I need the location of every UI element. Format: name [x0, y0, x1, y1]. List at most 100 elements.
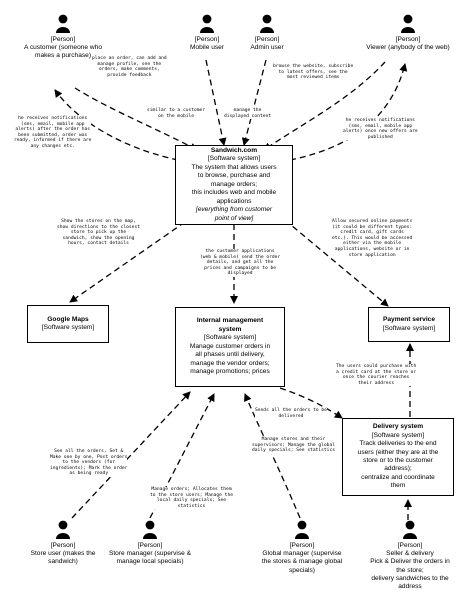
edge-label-line: to the vendors (for	[62, 460, 115, 466]
edge-label-line: hours, contact details	[68, 241, 129, 247]
system-desc: Track deliveries to the end	[359, 440, 437, 448]
system-note: point of view]	[214, 214, 254, 222]
edge-label-line: to the store users; Manage the	[150, 492, 233, 498]
system-desc: Manage customer orders in	[189, 342, 271, 350]
person-customer: [Person] A customer (someone who makes a…	[18, 14, 108, 61]
system-internal-management: Internal management system [Software sys…	[175, 307, 285, 387]
edge-label-store-user-see: See all the orders, Set &Make one by one…	[50, 449, 128, 477]
edge-label-line: a credit card at the store or	[336, 369, 417, 375]
edge-label-line: Allow secured online payments	[332, 219, 413, 224]
edge-label-maps-show: Show the stores on the map,show directio…	[57, 219, 140, 247]
edge-sandwich-to-customer	[54, 89, 179, 161]
edge-label-line: similar to a customer	[147, 108, 206, 113]
person-store-user: [Person] Store user (makes the sandwich)	[18, 520, 108, 567]
person-desc: the store;	[396, 566, 424, 574]
person-tag: [Person]	[137, 542, 163, 549]
edge-label-line: alerts) once new offers are	[343, 129, 418, 135]
edge-label-line: displayed content	[224, 113, 272, 119]
person-icon	[56, 14, 70, 33]
system-google-maps: Google Maps [Software system]	[27, 305, 109, 343]
system-desc: manage orders;	[210, 180, 258, 188]
edge-label-line: Make one by one, Post orders	[50, 454, 128, 460]
edge-label-line: (web & mobile) send the order	[200, 254, 281, 260]
person-mobile-user: [Person] Mobile user	[180, 14, 234, 52]
system-desc: manage promotions; prices	[190, 368, 270, 376]
edge-label-line: manage the	[233, 108, 262, 113]
person-desc: delivery sandwiches to the	[371, 574, 449, 582]
edge-label-viewer-notif: he receives notifications(sms, email, mo…	[343, 118, 418, 141]
edge-label-line: as being ready	[69, 471, 109, 477]
person-desc: Pick & Deliver the orders in	[370, 558, 450, 566]
person-desc: Store manager (supervise &	[108, 550, 192, 558]
edge-label-line: most reviewed items	[286, 75, 340, 81]
edge-viewer-to-sandwich	[263, 61, 386, 151]
edge-label-line: manage profile, see the	[97, 61, 162, 67]
edge-label-line: Manage orders; Allocates them	[151, 487, 232, 492]
system-desc: to browse, purchase and	[197, 172, 271, 180]
person-desc: specials)	[288, 566, 316, 574]
system-desc: this includes web and mobile	[191, 189, 277, 197]
system-title: Sandwich.com	[210, 147, 258, 155]
system-type: [Software system]	[207, 155, 261, 163]
edge-label-line: The users could purchase with	[336, 364, 417, 369]
edge-label-line: to latest offers, see the	[278, 69, 348, 75]
edge-label-line: alerts) after the order has	[15, 127, 91, 133]
person-tag: [Person]	[395, 36, 421, 43]
edge-internal-to-delivery	[279, 387, 343, 419]
system-desc: address);	[384, 465, 412, 473]
edge-label-line: store to pick up the	[70, 230, 127, 236]
system-payment-service: Payment service [Software system]	[368, 307, 450, 342]
edge-label-line: etc.). This would be accessed	[332, 235, 413, 241]
system-title: Payment service	[382, 316, 436, 324]
person-desc: Admin user	[250, 44, 284, 52]
person-icon	[295, 520, 309, 539]
system-type: [Software system]	[371, 431, 425, 439]
person-icon	[143, 520, 157, 539]
edge-sandwich-to-maps	[69, 221, 186, 303]
edge-label-line: provide feedback	[107, 72, 152, 78]
edge-label-line: (sms, email, mobile app	[20, 121, 85, 127]
system-delivery: Delivery system [Software system] Track …	[342, 418, 454, 496]
person-icon	[260, 14, 274, 33]
edge-label-line: on the mobile	[158, 113, 195, 119]
system-desc: users (either they are at the	[357, 448, 439, 456]
person-desc: Seller & delivery	[386, 550, 434, 558]
system-desc: them	[390, 482, 406, 490]
edge-label-line: published	[367, 134, 393, 140]
edge-label-line: their address	[358, 380, 395, 386]
person-tag: [Person]	[289, 542, 315, 549]
person-desc: Viewer (anybody of the web)	[366, 44, 450, 52]
person-desc: manage local specials)	[116, 558, 184, 566]
edge-label-line: Manage stores and their	[261, 437, 326, 442]
system-desc: manage the vendor orders;	[190, 359, 270, 367]
person-tag: [Person]	[254, 36, 280, 43]
system-type: [Software system]	[203, 334, 257, 342]
system-title: Internal management	[196, 317, 264, 325]
edge-label-line: displayed	[227, 271, 253, 277]
person-desc: sandwich)	[48, 558, 78, 566]
system-title: system	[218, 325, 242, 333]
edge-label-line: he receives notifications	[345, 118, 415, 123]
edge-label-line: once the courier reaches	[342, 375, 410, 381]
edge-label-internal-apps: the customer applications(web & mobile) …	[200, 249, 281, 277]
edge-label-line: (it could be different types:	[332, 224, 413, 230]
person-desc: A customer (someone who	[23, 44, 103, 52]
edge-label-line: ready, informed if there are	[14, 138, 92, 144]
person-desc: the stores & manage global	[261, 558, 343, 566]
edge-label-line: sandwich, show the opening	[62, 235, 135, 241]
edge-label-line: delivered	[278, 413, 304, 419]
person-tag: [Person]	[50, 36, 76, 43]
edge-label-line: orders, make comments,	[98, 67, 160, 73]
edge-label-line: supervisors; Manage the global	[252, 442, 335, 448]
edge-label-line: any changes etc.	[30, 143, 75, 149]
edge-label-line: ingredients); Mark the order	[50, 465, 128, 471]
edge-label-line: statistics	[177, 503, 206, 509]
edge-label-line: credit card, gift cards	[340, 230, 404, 236]
edge-label-line: applications, website or in	[334, 246, 410, 252]
